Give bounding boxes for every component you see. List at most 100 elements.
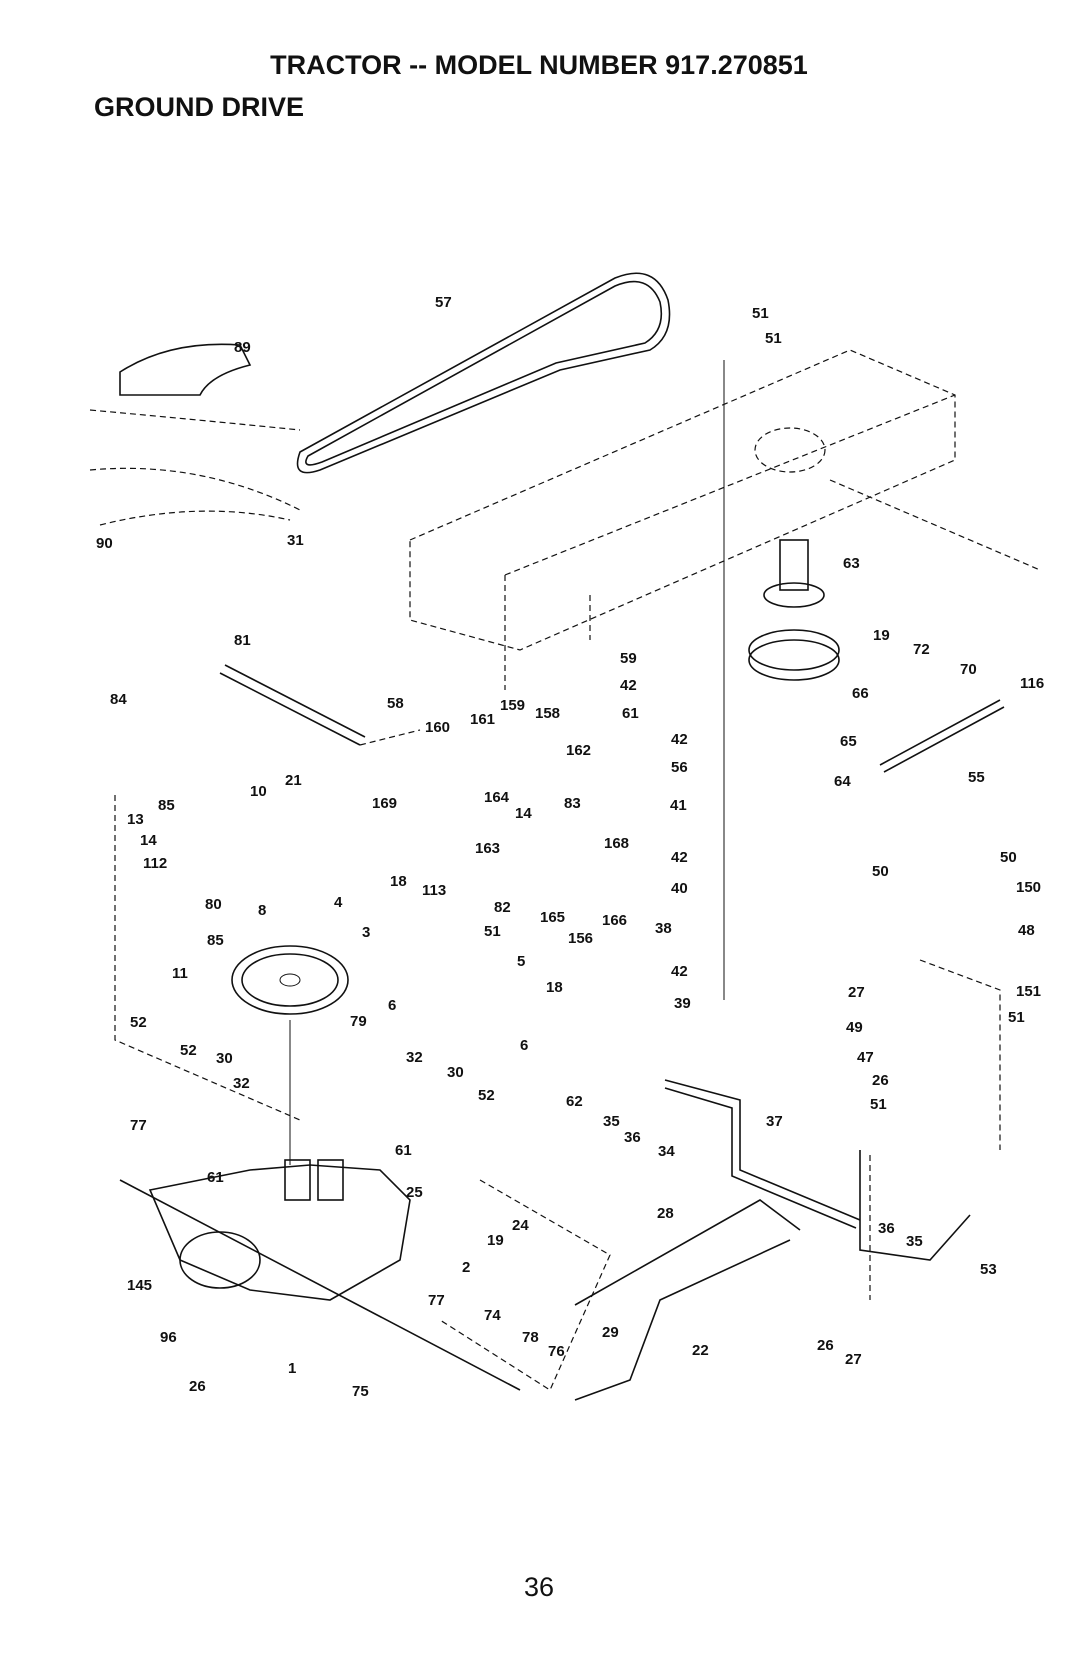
callout-89: 89 bbox=[234, 339, 251, 356]
callout-2: 2 bbox=[462, 1259, 470, 1276]
callout-70: 70 bbox=[960, 661, 977, 678]
callout-77: 77 bbox=[428, 1292, 445, 1309]
callout-26: 26 bbox=[872, 1072, 889, 1089]
callout-61: 61 bbox=[395, 1142, 412, 1159]
callout-84: 84 bbox=[110, 691, 127, 708]
callout-29: 29 bbox=[602, 1324, 619, 1341]
engine-pulley bbox=[723, 360, 840, 1000]
callout-51: 51 bbox=[752, 305, 769, 322]
transaxle-pulley bbox=[231, 945, 349, 1165]
callout-159: 159 bbox=[500, 697, 525, 714]
callout-165: 165 bbox=[540, 909, 565, 926]
callout-4: 4 bbox=[334, 894, 343, 911]
callout-21: 21 bbox=[285, 772, 302, 789]
callout-19: 19 bbox=[487, 1232, 504, 1249]
callout-116: 116 bbox=[1020, 675, 1044, 692]
callout-58: 58 bbox=[387, 695, 404, 712]
callout-35: 35 bbox=[906, 1233, 923, 1250]
callout-5: 5 bbox=[517, 953, 525, 970]
callout-28: 28 bbox=[657, 1205, 674, 1222]
callout-51: 51 bbox=[1008, 1009, 1025, 1026]
shaft bbox=[219, 664, 366, 746]
callout-61: 61 bbox=[207, 1169, 224, 1186]
callout-50: 50 bbox=[872, 863, 889, 880]
callout-82: 82 bbox=[494, 899, 511, 916]
callout-18: 18 bbox=[546, 979, 563, 996]
callout-52: 52 bbox=[180, 1042, 197, 1059]
callout-168: 168 bbox=[604, 835, 629, 852]
callout-14: 14 bbox=[515, 805, 532, 822]
callout-10: 10 bbox=[250, 783, 267, 800]
callout-39: 39 bbox=[674, 995, 691, 1012]
drive-belt bbox=[296, 272, 671, 474]
callout-1: 1 bbox=[288, 1360, 296, 1377]
callout-78: 78 bbox=[522, 1329, 539, 1346]
callout-55: 55 bbox=[968, 769, 985, 786]
callout-32: 32 bbox=[233, 1075, 250, 1092]
callout-51: 51 bbox=[870, 1096, 887, 1113]
callout-74: 74 bbox=[484, 1307, 501, 1324]
callout-6: 6 bbox=[388, 997, 396, 1014]
tractor-frame bbox=[409, 349, 1041, 690]
callout-19: 19 bbox=[873, 627, 890, 644]
callout-6: 6 bbox=[520, 1037, 528, 1054]
callout-81: 81 bbox=[234, 632, 251, 649]
callout-51: 51 bbox=[765, 330, 782, 347]
callout-41: 41 bbox=[670, 797, 687, 814]
section-title: GROUND DRIVE bbox=[94, 92, 305, 122]
callout-53: 53 bbox=[980, 1261, 997, 1278]
callout-63: 63 bbox=[843, 555, 860, 572]
callout-50: 50 bbox=[1000, 849, 1017, 866]
callout-47: 47 bbox=[857, 1049, 874, 1066]
callout-76: 76 bbox=[548, 1343, 565, 1360]
callout-27: 27 bbox=[848, 984, 865, 1001]
callout-42: 42 bbox=[671, 963, 688, 980]
callout-48: 48 bbox=[1018, 922, 1035, 939]
callout-85: 85 bbox=[158, 797, 175, 814]
callout-61: 61 bbox=[622, 705, 639, 722]
callout-52: 52 bbox=[130, 1014, 147, 1031]
callout-66: 66 bbox=[852, 685, 869, 702]
callout-34: 34 bbox=[658, 1143, 675, 1160]
callout-79: 79 bbox=[350, 1013, 367, 1030]
hood-part bbox=[89, 343, 301, 526]
callout-8: 8 bbox=[258, 902, 266, 919]
callout-72: 72 bbox=[913, 641, 930, 658]
callout-14: 14 bbox=[140, 832, 157, 849]
callout-166: 166 bbox=[602, 912, 627, 929]
guide-lines bbox=[114, 729, 1001, 1391]
callout-65: 65 bbox=[840, 733, 857, 750]
callout-162: 162 bbox=[566, 742, 591, 759]
callout-42: 42 bbox=[671, 731, 688, 748]
callout-30: 30 bbox=[447, 1064, 464, 1081]
callout-56: 56 bbox=[671, 759, 688, 776]
callout-32: 32 bbox=[406, 1049, 423, 1066]
callout-151: 151 bbox=[1016, 983, 1041, 1000]
callout-85: 85 bbox=[207, 932, 224, 949]
callout-164: 164 bbox=[484, 789, 510, 806]
callout-80: 80 bbox=[205, 896, 222, 913]
callout-24: 24 bbox=[512, 1217, 529, 1234]
page-number: 36 bbox=[523, 1572, 555, 1602]
callout-30: 30 bbox=[216, 1050, 233, 1067]
callout-36: 36 bbox=[624, 1129, 641, 1146]
spring bbox=[879, 699, 1005, 773]
transaxle bbox=[119, 1159, 521, 1391]
callout-112: 112 bbox=[143, 855, 167, 872]
callout-169: 169 bbox=[372, 795, 397, 812]
callout-36: 36 bbox=[878, 1220, 895, 1237]
callout-161: 161 bbox=[470, 711, 495, 728]
callout-26: 26 bbox=[189, 1378, 206, 1395]
callout-52: 52 bbox=[478, 1087, 495, 1104]
callout-113: 113 bbox=[422, 882, 446, 899]
callout-13: 13 bbox=[127, 811, 144, 828]
rods bbox=[574, 1079, 971, 1401]
callout-49: 49 bbox=[846, 1019, 863, 1036]
callout-57: 57 bbox=[435, 294, 452, 311]
callout-27: 27 bbox=[845, 1351, 862, 1368]
callout-90: 90 bbox=[96, 535, 113, 552]
callout-51: 51 bbox=[484, 923, 501, 940]
callout-37: 37 bbox=[766, 1113, 783, 1130]
callout-75: 75 bbox=[352, 1383, 369, 1400]
